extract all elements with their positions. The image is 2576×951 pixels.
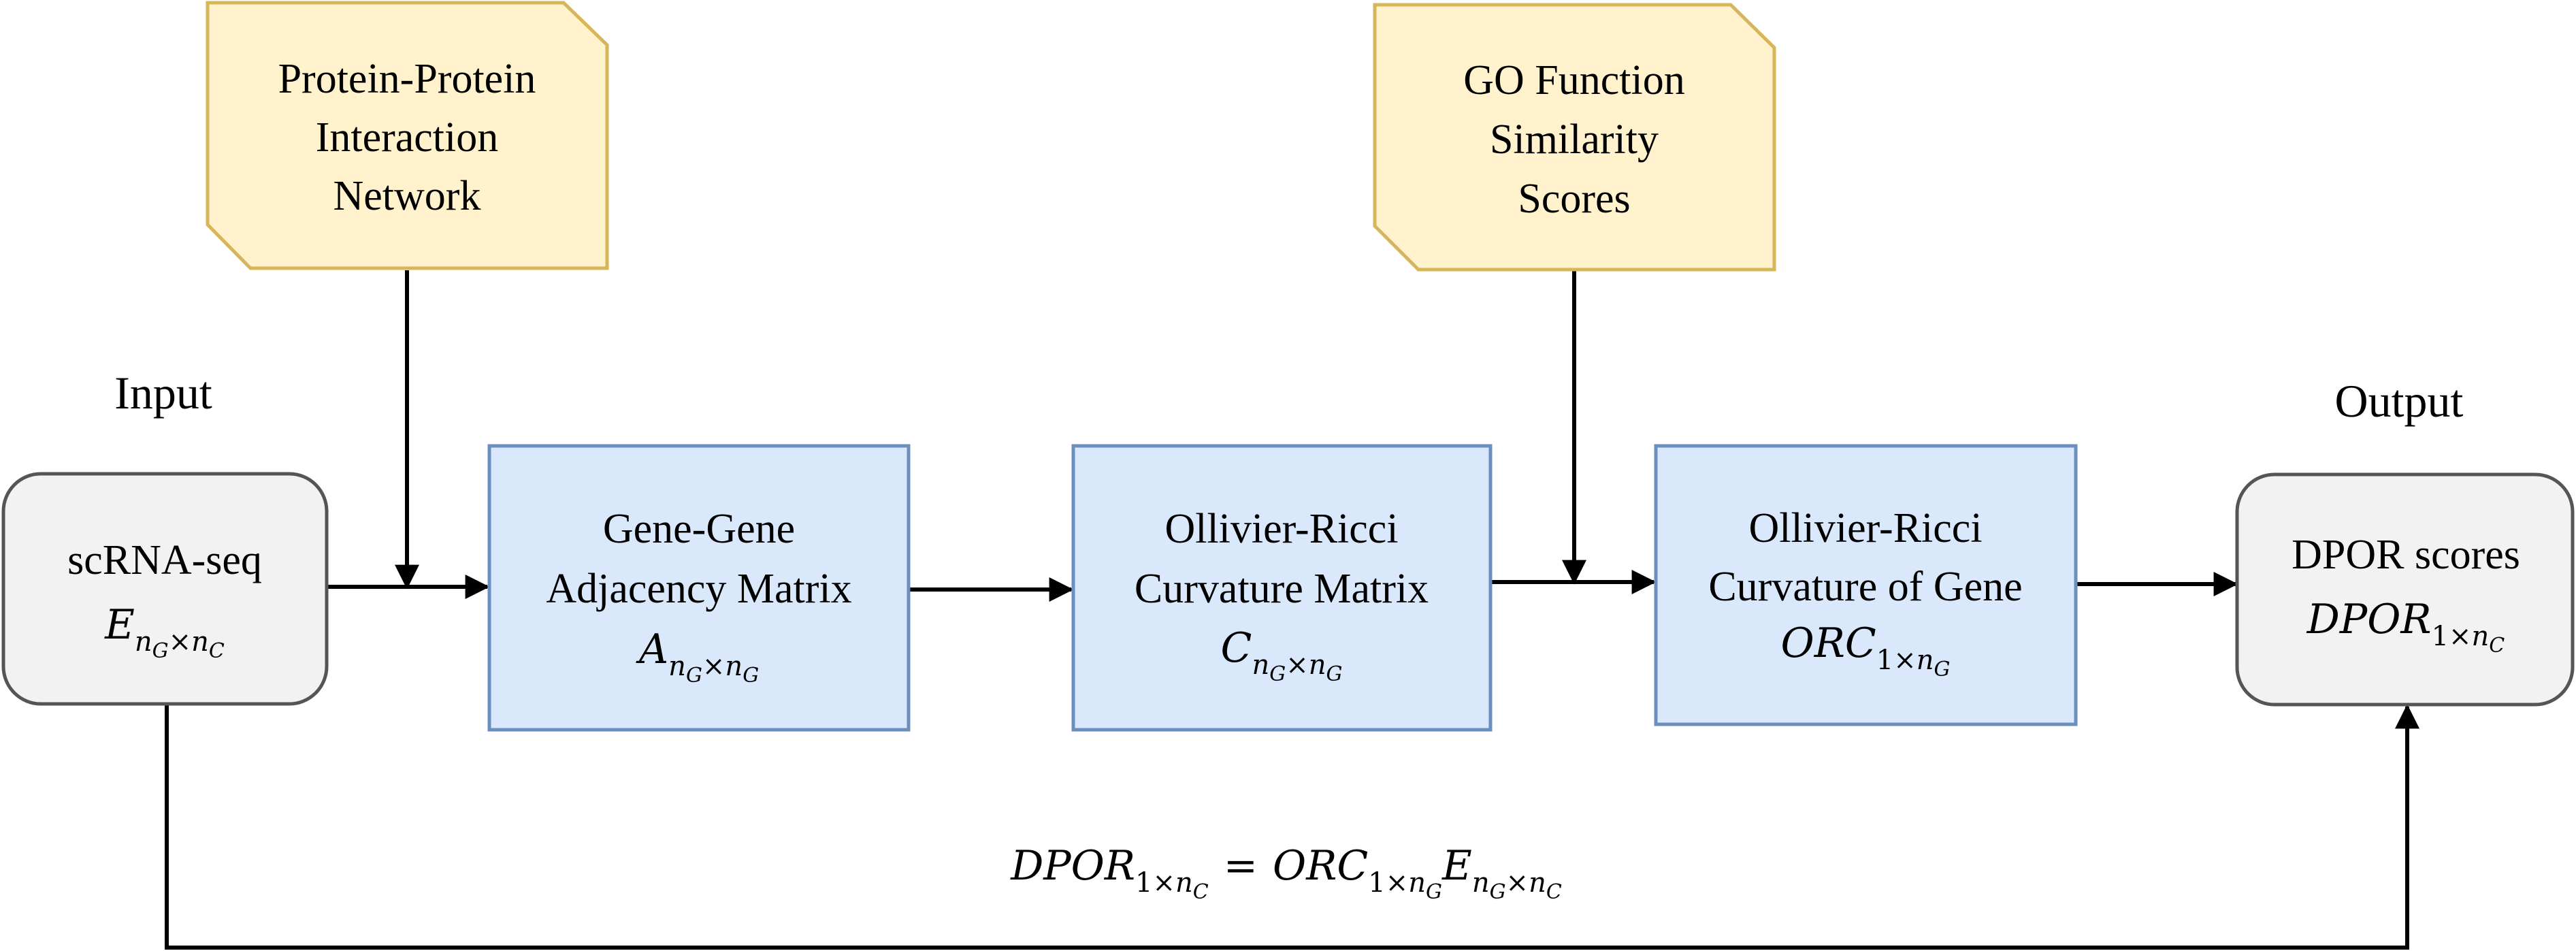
scrna-seq-label: scRNA-seq [67,537,262,583]
adjacency-matrix-node: Gene-Gene Adjacency Matrix AnG×nG [487,444,911,732]
dpor-output-symbol: DPOR1×nC [2306,596,2505,658]
curvature-gene-box [1654,444,2078,726]
dpor-output-label: DPOR scores [2292,532,2520,578]
output-label: Output [2335,375,2464,427]
adjacency-matrix-symbol: AnG×nG [636,626,759,688]
go-similarity-line-3: Scores [1518,176,1630,222]
scrna-seq-symbol: EnG×nC [104,601,225,663]
curvature-matrix-line-1: Ollivier-Ricci [1164,506,1398,552]
curvature-gene-line-1: Ollivier-Ricci [1748,505,1982,551]
scrna-seq-node: scRNA-seq EnG×nC [1,472,329,706]
ppi-network-line-3: Network [333,173,481,219]
curvature-gene-line-2: Curvature of Gene [1708,564,2022,610]
adjacency-matrix-line-1: Gene-Gene [603,506,795,552]
go-similarity-line-2: Similarity [1490,116,1659,163]
go-similarity-shape [1373,3,1776,272]
curvature-matrix-line-2: Curvature Matrix [1135,566,1429,612]
adjacency-matrix-line-2: Adjacency Matrix [546,566,851,612]
dpor-output-box [2235,472,2575,707]
adjacency-matrix-box [487,444,911,732]
arrow-bypass-to-output [165,704,2419,950]
go-similarity-line-1: GO Function [1463,57,1685,103]
ppi-network-line-2: Interaction [316,114,499,161]
ppi-network-shape [206,1,609,270]
dpor-formula: DPOR1×nC=ORC1×nGEnG×nC [1010,842,1562,904]
curvature-matrix-symbol: CnG×nG [1221,624,1343,686]
input-label: Input [114,367,212,419]
ppi-network-line-1: Protein-Protein [278,56,536,102]
connectors [165,270,2419,950]
curvature-matrix-node: Ollivier-Ricci Curvature Matrix CnG×nG [1071,444,1493,732]
curvature-gene-node: Ollivier-Ricci Curvature of Gene ORC1×nG [1654,444,2078,726]
curvature-gene-symbol: ORC1×nG [1781,619,1951,681]
curvature-matrix-box [1071,444,1493,732]
dpor-output-node: DPOR scores DPOR1×nC [2235,472,2575,707]
go-similarity-node: GO Function Similarity Scores [1373,3,1776,272]
ppi-network-node: Protein-Protein Interaction Network [206,1,609,270]
scrna-seq-box [1,472,329,706]
